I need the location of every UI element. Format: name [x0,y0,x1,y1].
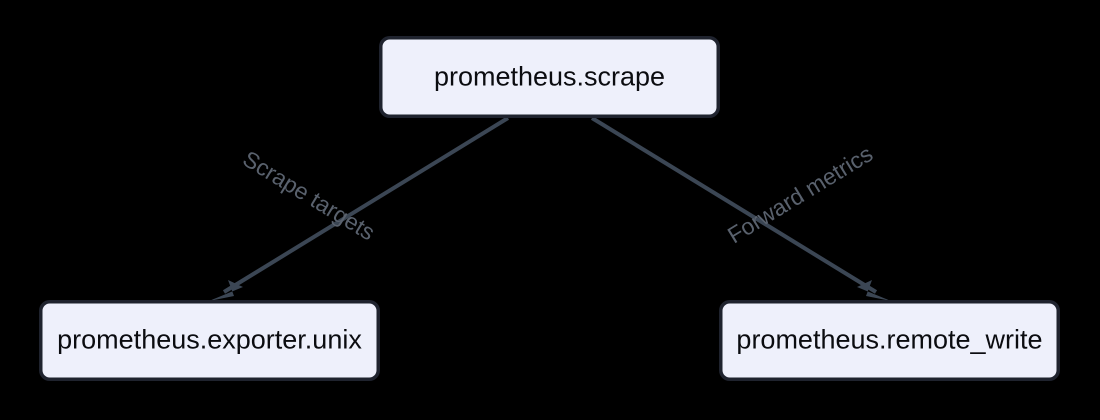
edge-scrape-to-exporter[interactable]: Scrape targets [209,116,510,301]
node-label-prometheus-scrape: prometheus.scrape [434,62,665,92]
edge-label-scrape-to-remote-write: Forward metrics [723,140,877,248]
edge-label-scrape-to-exporter: Scrape targets [238,145,379,245]
node-box-prometheus-scrape [379,36,720,118]
edge-scrape-to-remote-write[interactable]: Forward metrics [590,116,891,301]
node-label-prometheus-remote-write: prometheus.remote_write [736,325,1042,355]
node-box-prometheus-exporter-unix [39,300,380,381]
edge-line-scrape-to-exporter [222,116,510,294]
arrowhead-scrape-to-remote-write [857,280,891,301]
node-prometheus-remote-write[interactable]: prometheus.remote_write [719,300,1060,381]
node-box-prometheus-remote-write [719,300,1060,381]
node-prometheus-scrape[interactable]: prometheus.scrape [379,36,720,118]
edge-line-scrape-to-remote-write [590,116,878,294]
node-prometheus-exporter-unix[interactable]: prometheus.exporter.unix [39,300,380,381]
arrowhead-scrape-to-exporter [209,280,243,301]
node-label-prometheus-exporter-unix: prometheus.exporter.unix [57,325,362,355]
